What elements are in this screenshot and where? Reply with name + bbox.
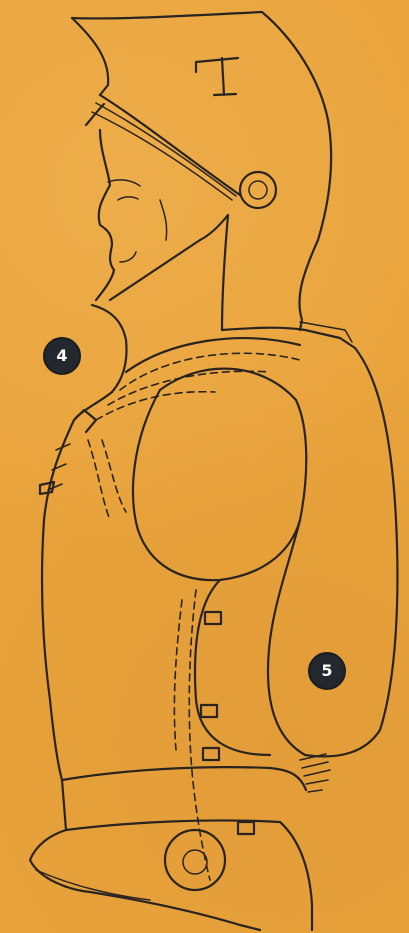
helmet xyxy=(72,12,331,330)
lower-section xyxy=(30,822,312,930)
face-profile xyxy=(96,130,228,300)
vest-body xyxy=(40,338,397,880)
callout-marker-4: 4 xyxy=(43,337,81,375)
vest-collar xyxy=(92,215,355,392)
waist-belt xyxy=(62,767,306,830)
callout-marker-5: 5 xyxy=(308,652,346,690)
